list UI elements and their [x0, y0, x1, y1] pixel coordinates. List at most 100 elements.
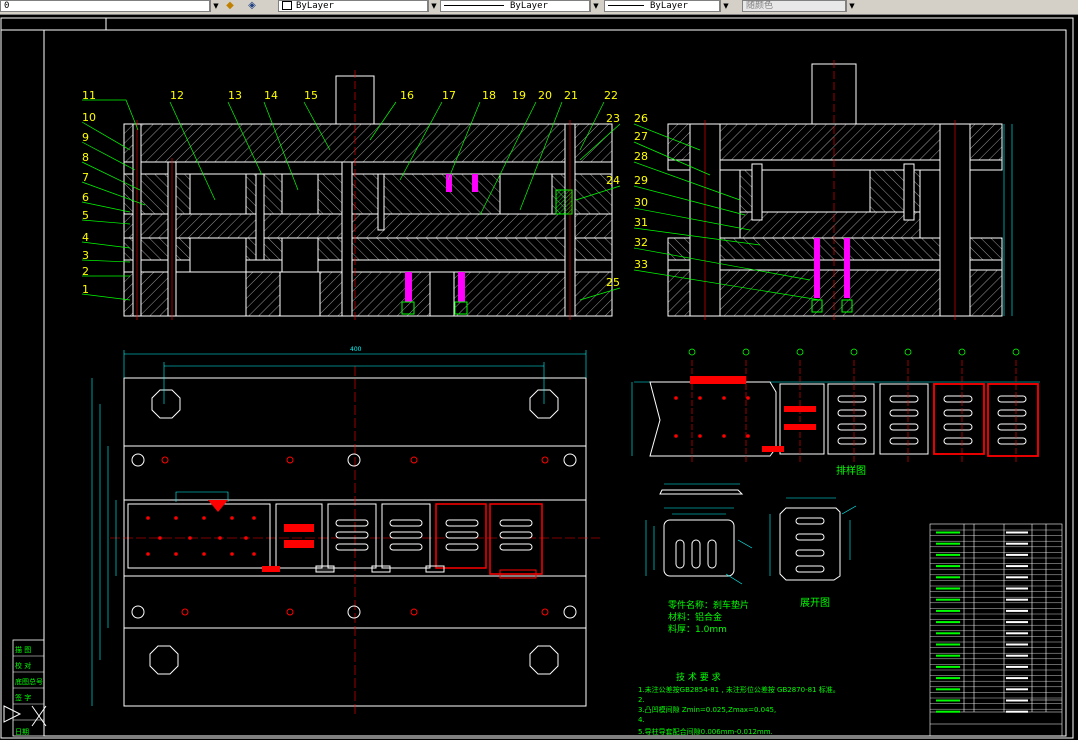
- part-number-label: 24: [606, 174, 620, 187]
- bom-cell-mark: [936, 565, 960, 568]
- part-number-label: 14: [264, 89, 278, 102]
- bom-cell-mark: [936, 654, 960, 657]
- part-number-label: 19: [512, 89, 526, 102]
- lineweight-dropdown[interactable]: ByLayer: [604, 0, 720, 12]
- part-number-label: 17: [442, 89, 456, 102]
- bom-cell-mark: [936, 542, 960, 545]
- part-number-label: 16: [400, 89, 414, 102]
- layer-states-icon[interactable]: ◈: [248, 0, 256, 11]
- tech-requirement-line: 5.导柱导套配合间隙0.006mm-0.012mm.: [638, 727, 773, 736]
- part-number-label: 15: [304, 89, 318, 102]
- part-number-label: 2: [82, 265, 89, 278]
- color-swatch: [282, 1, 292, 10]
- tech-requirements-title: 技 术 要 求: [676, 671, 721, 683]
- part-number-label: 11: [82, 89, 96, 102]
- color-dropdown[interactable]: ByLayer: [278, 0, 428, 12]
- part-number-label: 23: [606, 112, 620, 125]
- bom-cell-mark: [936, 621, 960, 624]
- part-number-label: 26: [634, 112, 648, 125]
- strip-layout-title: 排样图: [836, 464, 866, 477]
- color-dropdown-arrow[interactable]: ▼: [428, 0, 439, 12]
- linetype-dropdown-arrow[interactable]: ▼: [590, 0, 601, 12]
- plotstyle-dropdown[interactable]: 随颜色: [742, 0, 846, 12]
- part-number-labels-front: 11 12 13 14 15 16 17 18 19 20 21 22 10 9…: [82, 89, 620, 296]
- part-number-label: 12: [170, 89, 184, 102]
- thickness: 料厚：1.0mm: [668, 623, 727, 635]
- part-number-label: 4: [82, 231, 89, 244]
- lineweight-sample: [608, 5, 644, 6]
- drawing-border: [0, 17, 1074, 739]
- bom-cell-mark: [1006, 688, 1028, 691]
- blank-drawing: 展开图: [769, 497, 857, 609]
- part-number-label: 21: [564, 89, 578, 102]
- bom-cell-mark: [1006, 598, 1028, 601]
- plan-view: 400: [91, 346, 600, 716]
- bom-cell-mark: [936, 587, 960, 590]
- stamp-label: 描 图: [15, 645, 31, 654]
- front-section-view: [123, 70, 613, 320]
- linetype-value: ByLayer: [510, 1, 548, 11]
- bom-cell-mark: [936, 710, 960, 713]
- side-view-leaders: [633, 123, 821, 301]
- plotstyle-dropdown-arrow[interactable]: ▼: [846, 0, 857, 12]
- bom-cell-mark: [936, 632, 960, 635]
- bom-cell-mark: [936, 677, 960, 680]
- lineweight-value: ByLayer: [650, 1, 688, 11]
- part-number-label: 1: [82, 283, 89, 296]
- part-number-label: 6: [82, 191, 89, 204]
- bom-cell-mark: [1006, 643, 1028, 646]
- overall-width-dimension: 400: [350, 346, 362, 353]
- part-number-label: 29: [634, 174, 648, 187]
- bom-cell-mark: [1006, 576, 1028, 579]
- part-number-label: 10: [82, 111, 96, 124]
- part-number-label: 8: [82, 151, 89, 164]
- bom-cell-mark: [936, 699, 960, 702]
- bom-cell-mark: [936, 688, 960, 691]
- lineweight-dropdown-arrow[interactable]: ▼: [720, 0, 731, 12]
- bom-cell-mark: [1006, 565, 1028, 568]
- ucs-icon: [3, 705, 47, 727]
- material: 材料：铝合金: [668, 611, 722, 623]
- bom-cell-mark: [1006, 699, 1028, 702]
- part-number-label: 13: [228, 89, 242, 102]
- layer-dropdown-arrow[interactable]: ▼: [210, 0, 221, 12]
- part-number-label: 32: [634, 236, 648, 249]
- part-number-label: 27: [634, 130, 648, 143]
- stamp-label: 签 字: [15, 693, 31, 702]
- part-number-label: 18: [482, 89, 496, 102]
- stamp-label: 日期: [15, 728, 29, 736]
- bom-cell-mark: [1006, 553, 1028, 556]
- color-value: ByLayer: [296, 1, 334, 11]
- part-number-label: 20: [538, 89, 552, 102]
- part-number-label: 9: [82, 131, 89, 144]
- part-number-label: 25: [606, 276, 620, 289]
- part-number-label: 33: [634, 258, 648, 271]
- bom-cell-mark: [1006, 710, 1028, 713]
- side-section-view: [667, 60, 1013, 320]
- stamp-label: 校 对: [15, 661, 31, 670]
- bom-cell-mark: [1006, 665, 1028, 668]
- linetype-sample: [444, 5, 504, 6]
- bom-cell-mark: [936, 643, 960, 646]
- stamp-label: 底图总号: [15, 677, 43, 686]
- part-number-labels-side: 26 27 28 29 30 31 32 33: [634, 112, 648, 271]
- layer-dropdown[interactable]: 0: [0, 0, 210, 12]
- part-number-label: 3: [82, 249, 89, 262]
- bom-cell-mark: [1006, 632, 1028, 635]
- drawing-canvas[interactable]: 描 图 校 对 底图总号 签 字 日期: [0, 14, 1078, 740]
- bom-cell-mark: [936, 609, 960, 612]
- bom-cell-mark: [936, 531, 960, 534]
- layers-icon[interactable]: ◆: [226, 0, 234, 11]
- tech-requirement-line: 4.: [638, 716, 645, 724]
- part-number-label: 28: [634, 150, 648, 163]
- part-number-label: 5: [82, 209, 89, 222]
- bom-cell-mark: [1006, 531, 1028, 534]
- linetype-dropdown[interactable]: ByLayer: [440, 0, 590, 12]
- front-view-leaders: [81, 99, 621, 301]
- title-block: [929, 523, 1063, 737]
- part-number-label: 30: [634, 196, 648, 209]
- bom-cell-mark: [1006, 621, 1028, 624]
- tech-requirement-line: 3.凸凹模间隙 Zmin=0.025,Zmax=0.045,: [638, 705, 776, 714]
- part-number-label: 7: [82, 171, 89, 184]
- properties-toolbar: 0 ▼ ◆ ◈ ByLayer ▼ ByLayer ▼ ByLayer ▼ 随颜…: [0, 0, 1078, 15]
